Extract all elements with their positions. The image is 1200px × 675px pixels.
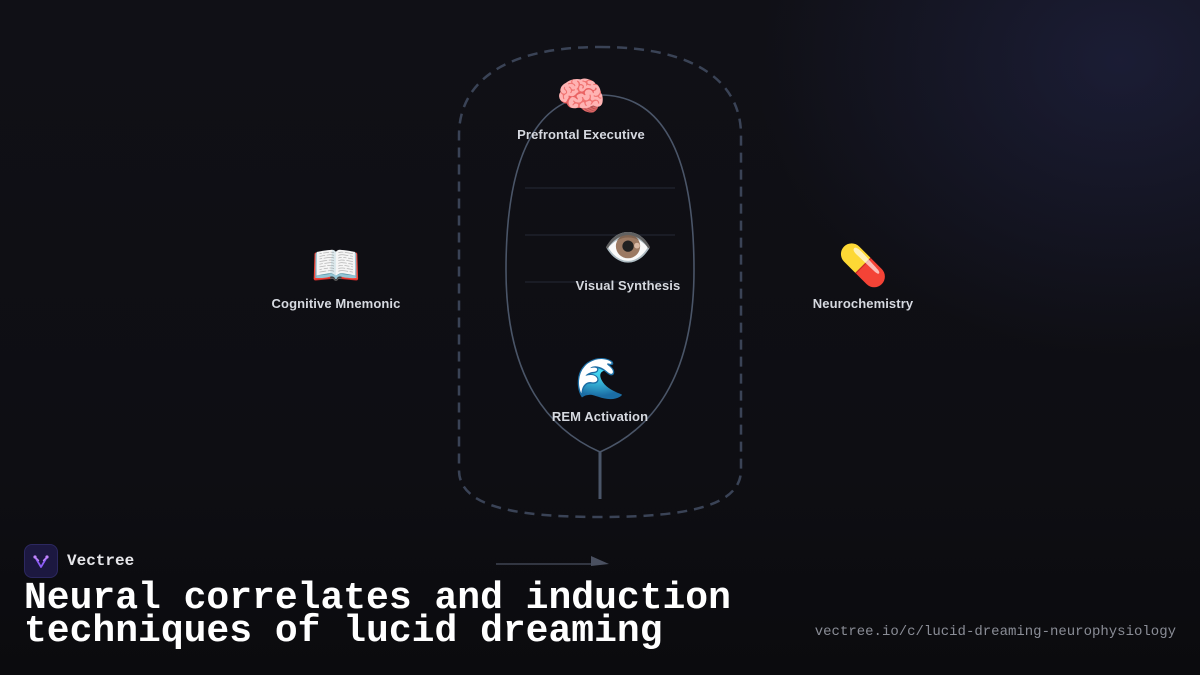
vectree-logo-icon [24, 544, 58, 578]
node-rem-activation: 🌊 REM Activation [552, 355, 648, 424]
node-label: Cognitive Mnemonic [271, 296, 401, 311]
node-cognitive-mnemonic: 📖 Cognitive Mnemonic [272, 242, 401, 311]
node-label: Neurochemistry [812, 296, 914, 311]
node-label: REM Activation [551, 409, 649, 424]
outer-dashed-boundary [457, 45, 743, 519]
brand-name: Vectree [67, 552, 135, 570]
node-visual-synthesis: 👁️ Visual Synthesis [576, 224, 681, 293]
source-url: vectree.io/c/lucid-dreaming-neurophysiol… [814, 624, 1176, 640]
brain-icon: 🧠 [556, 74, 606, 120]
node-label: Prefrontal Executive [517, 127, 645, 142]
node-neurochemistry: 💊 Neurochemistry [813, 242, 913, 311]
brand: Vectree [24, 544, 134, 578]
node-label: Visual Synthesis [575, 278, 681, 293]
eye-icon: 👁️ [603, 225, 653, 271]
open-book-icon: 📖 [311, 243, 361, 289]
arrow-head-icon [591, 556, 609, 566]
pill-icon: 💊 [838, 243, 888, 289]
node-prefrontal-executive: 🧠 Prefrontal Executive [517, 73, 645, 142]
page-title: Neural correlates and induction techniqu… [24, 577, 731, 653]
wave-icon: 🌊 [575, 356, 625, 402]
